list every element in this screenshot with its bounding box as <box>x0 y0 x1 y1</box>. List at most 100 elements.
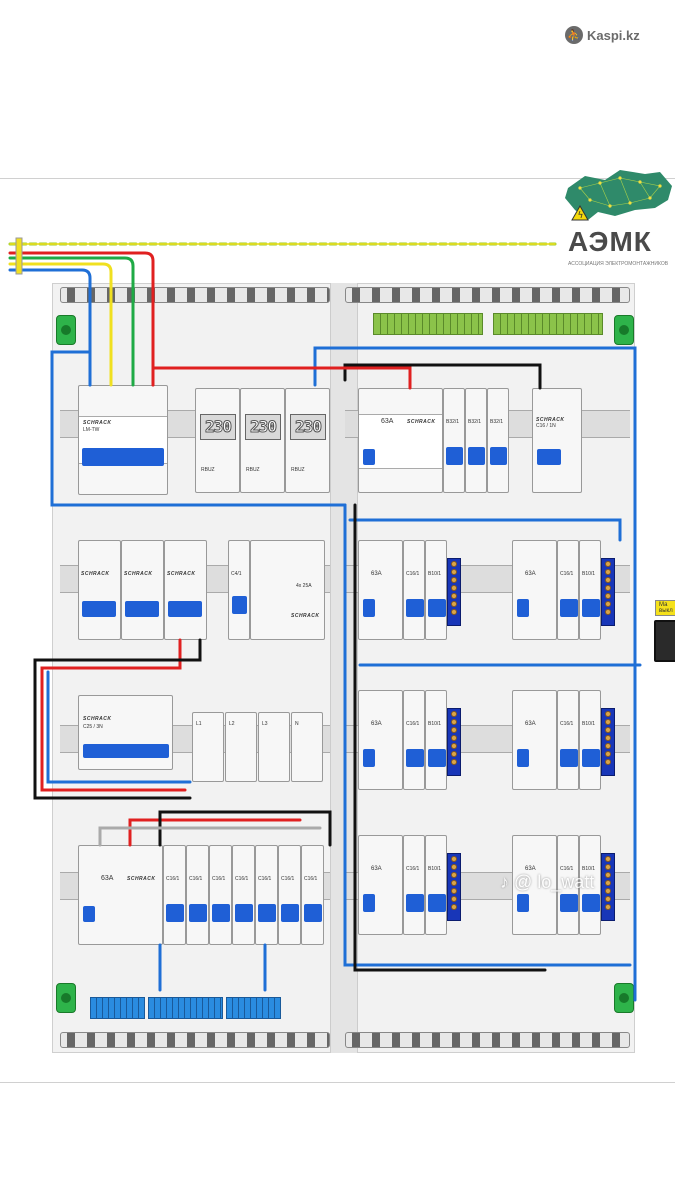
breaker-rating: C16/1 <box>258 876 272 882</box>
blue-wire-e <box>343 503 632 967</box>
light-switch[interactable] <box>654 620 675 662</box>
breaker-toggle[interactable] <box>189 904 207 922</box>
breaker[interactable]: C16/1 <box>557 835 579 935</box>
rcbo-toggle[interactable] <box>168 601 202 617</box>
main-switch-4p[interactable]: SCHRACK LM-TW <box>78 385 168 495</box>
rcd-4p[interactable]: SCHRACK C25 / 3N <box>78 695 173 770</box>
breaker[interactable]: C16/1 <box>557 690 579 790</box>
breaker[interactable]: C16/1 <box>255 845 278 945</box>
breaker-toggle[interactable] <box>166 904 184 922</box>
breaker-rating: C16/1 <box>560 571 574 577</box>
terminal-label: L3 <box>262 721 268 727</box>
rcd-toggle[interactable] <box>363 749 375 767</box>
breaker-toggle[interactable] <box>406 599 424 617</box>
breaker-toggle[interactable] <box>428 894 446 912</box>
breaker[interactable]: B10/1 <box>425 835 447 935</box>
breaker[interactable]: B10/1 <box>425 540 447 640</box>
contactor[interactable]: 4x 25A SCHRACK <box>250 540 325 640</box>
rcd[interactable]: 63A <box>512 690 557 790</box>
l1-wire <box>8 251 155 387</box>
breaker[interactable]: B32/1 <box>487 388 509 493</box>
rcd-toggle[interactable] <box>363 894 375 912</box>
breaker-toggle[interactable] <box>406 894 424 912</box>
breaker-toggle[interactable] <box>406 749 424 767</box>
rcbo[interactable]: SCHRACK <box>121 540 164 640</box>
breaker-toggle[interactable] <box>235 904 253 922</box>
n-loop <box>50 350 347 507</box>
breaker-toggle[interactable] <box>428 599 446 617</box>
rcd-toggle[interactable] <box>363 449 375 465</box>
black-wire-c <box>353 503 547 972</box>
relay-label: RBUZ <box>291 467 305 473</box>
breaker-toggle[interactable] <box>560 599 578 617</box>
breaker[interactable]: C16/1 <box>403 690 425 790</box>
voltage-display: 230 <box>200 414 236 440</box>
breaker-toggle[interactable] <box>582 599 600 617</box>
black-wire <box>343 363 542 390</box>
breaker-toggle[interactable] <box>446 447 463 465</box>
breaker-toggle[interactable] <box>468 447 485 465</box>
breaker[interactable]: C16/1 <box>557 540 579 640</box>
breaker-toggle[interactable] <box>582 749 600 767</box>
l3-wire <box>8 262 113 387</box>
rcd-main[interactable]: 63A SCHRACK <box>358 388 443 493</box>
rcd-rating: 63A <box>525 721 536 727</box>
bottom-divider <box>0 1082 675 1083</box>
rcd[interactable]: 63A <box>512 835 557 935</box>
rcd-toggle[interactable] <box>517 599 529 617</box>
rcd-toggle[interactable] <box>517 749 529 767</box>
breaker[interactable]: C16/1 <box>232 845 255 945</box>
breaker[interactable]: B32/1 <box>465 388 487 493</box>
pe-clamp <box>15 237 23 275</box>
breaker[interactable]: C16/1 <box>403 835 425 935</box>
rcd-toggle[interactable] <box>83 906 95 922</box>
top-divider <box>0 178 675 179</box>
breaker-toggle[interactable] <box>560 749 578 767</box>
breaker-toggle[interactable] <box>304 904 322 922</box>
rcd[interactable]: 63A <box>358 835 403 935</box>
rcd[interactable]: 63A <box>358 690 403 790</box>
rcd-toggle[interactable] <box>363 599 375 617</box>
rcbo[interactable]: SCHRACK <box>78 540 121 640</box>
breaker[interactable]: C16/1 <box>403 540 425 640</box>
rcd[interactable]: 63A <box>358 540 403 640</box>
breaker[interactable]: B10/1 <box>579 835 601 935</box>
sub-group: 63A C16/1 B10/1 <box>358 540 468 640</box>
rcbo-toggle[interactable] <box>82 601 116 617</box>
rcbo[interactable]: SCHRACK <box>164 540 207 640</box>
logo-subtitle: АССОЦИАЦИЯ ЭЛЕКТРОМОНТАЖНИКОВ <box>568 261 669 267</box>
rcd-4p-toggle[interactable] <box>83 744 169 758</box>
breaker[interactable]: B10/1 <box>425 690 447 790</box>
voltage-display: 230 <box>290 414 326 440</box>
breaker[interactable]: B10/1 <box>579 540 601 640</box>
breaker[interactable]: C16/1 <box>301 845 324 945</box>
breaker[interactable]: B10/1 <box>579 690 601 790</box>
breaker[interactable]: C16/1 <box>278 845 301 945</box>
voltage-relay[interactable]: 230 RBUZ <box>240 388 285 493</box>
rcd-bottom[interactable]: 63A SCHRACK <box>78 845 163 945</box>
breaker-toggle[interactable] <box>490 447 507 465</box>
rcbo-toggle[interactable] <box>125 601 159 617</box>
breaker-toggle[interactable] <box>582 894 600 912</box>
breaker[interactable]: C16/1 <box>186 845 209 945</box>
voltage-relay[interactable]: 230 RBUZ <box>195 388 240 493</box>
breaker-toggle[interactable] <box>212 904 230 922</box>
breaker-toggle[interactable] <box>560 894 578 912</box>
breaker[interactable]: B32/1 <box>443 388 465 493</box>
rcd-toggle[interactable] <box>517 894 529 912</box>
breaker-toggle[interactable] <box>281 904 299 922</box>
breaker[interactable]: C16/1 <box>209 845 232 945</box>
rcd[interactable]: 63A <box>512 540 557 640</box>
voltage-relay[interactable]: 230 RBUZ <box>285 388 330 493</box>
breaker-toggle[interactable] <box>232 596 247 614</box>
breaker-toggle[interactable] <box>258 904 276 922</box>
sub-group: 63A C16/1 B10/1 <box>512 690 622 790</box>
rcbo-toggle[interactable] <box>537 449 561 465</box>
breaker[interactable]: C16/1 <box>163 845 186 945</box>
breaker-toggle[interactable] <box>428 749 446 767</box>
contactor-breaker[interactable]: C4/1 <box>228 540 250 640</box>
main-switch-toggle[interactable] <box>82 448 164 466</box>
rcd-rating: 63A <box>381 418 394 425</box>
aemk-logo: ϟ АЭМК АССОЦИАЦИЯ ЭЛЕКТРОМОНТАЖНИКОВ <box>560 168 675 273</box>
rcbo-right[interactable]: SCHRACK C16 / 1N <box>532 388 582 493</box>
